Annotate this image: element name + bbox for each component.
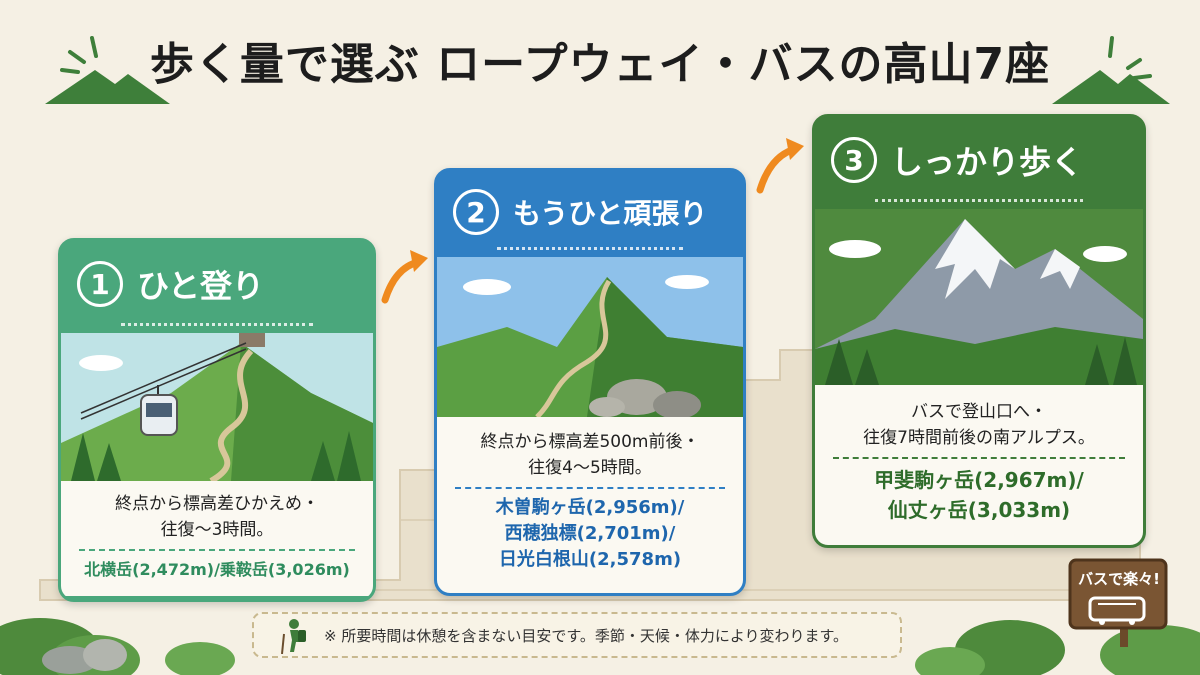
bus-icon	[1088, 596, 1146, 622]
card-3-number: 3	[831, 137, 877, 183]
sign-text: バスで楽々!	[1078, 570, 1160, 588]
card-1-body: 終点から標高差ひかえめ・ 往復〜3時間。 北横岳(2,472m)/乗鞍岳(3,0…	[61, 481, 373, 596]
card-2-desc-line1: 終点から標高差500m前後・	[480, 432, 700, 452]
card-2-peak-3: 日光白根山(2,578m)	[498, 549, 682, 570]
card-3-peak-2: 仙丈ヶ岳(3,033m)	[887, 498, 1071, 522]
bus-sign: バスで楽々!	[1068, 552, 1168, 647]
alpine-peak-illustration	[815, 209, 1143, 385]
card-level-2: 2 もうひと頑張り 終点から標高差500m前後・ 往復4〜5時間。 木曽駒ヶ岳(…	[434, 168, 746, 596]
card-2-number: 2	[453, 189, 499, 235]
card-2-peak-1: 木曽駒ヶ岳(2,956m)/	[495, 497, 685, 518]
card-2-peak-2: 西穂独標(2,701m)/	[504, 523, 676, 544]
card-1-desc-line2: 往復〜3時間。	[160, 520, 274, 540]
card-level-3: 3 しっかり歩く バスで登山口へ・ 往復7時間前後の南アルプス。 甲斐駒ヶ岳(2…	[812, 114, 1146, 548]
card-1-desc-line1: 終点から標高差ひかえめ・	[115, 494, 319, 514]
card-3-desc-line1: バスで登山口へ・	[911, 402, 1047, 422]
card-3-desc-line2: 往復7時間前後の南アルプス。	[863, 428, 1095, 448]
card-3-peak-1: 甲斐駒ヶ岳(2,967m)/	[874, 468, 1084, 492]
footnote-text: ※ 所要時間は休憩を含まない目安です。季節・天候・体力により変わります。	[324, 626, 849, 645]
arrow-2-to-3	[756, 146, 796, 194]
arrow-2-head	[786, 138, 804, 160]
card-1-number: 1	[77, 261, 123, 307]
card-2-body: 終点から標高差500m前後・ 往復4〜5時間。 木曽駒ヶ岳(2,956m)/ 西…	[437, 417, 743, 593]
card-3-body: バスで登山口へ・ 往復7時間前後の南アルプス。 甲斐駒ヶ岳(2,967m)/ 仙…	[815, 385, 1143, 545]
page-title: 歩く量で選ぶ ロープウェイ・バスの高山7座	[149, 39, 1051, 90]
trail-mountain-illustration	[437, 257, 743, 417]
card-3-title: しっかり歩く	[891, 143, 1084, 181]
card-3-header: 3 しっかり歩く	[815, 129, 1143, 191]
card-1-header: 1 ひと登り	[61, 255, 373, 313]
arrow-1-head	[410, 250, 428, 272]
card-2-desc-line2: 往復4〜5時間。	[528, 458, 652, 478]
hiker-icon	[281, 619, 306, 654]
card-1-peaks: 北横岳(2,472m)/乗鞍岳(3,026m)	[84, 560, 350, 579]
arrow-1-to-2	[381, 258, 422, 304]
mountain-deco-right	[1052, 36, 1170, 104]
card-1-title: ひと登り	[137, 267, 265, 305]
card-2-title: もうひと頑張り	[513, 197, 708, 230]
card-level-1: 1 ひと登り 終点から標高差ひかえめ・ 往復〜3時間。 北横岳(2,472m)/…	[58, 238, 376, 602]
footnote: ※ 所要時間は休憩を含まない目安です。季節・天候・体力により変わります。	[252, 612, 902, 658]
mountain-deco-left	[45, 36, 170, 104]
card-2-header: 2 もうひと頑張り	[437, 183, 743, 241]
ropeway-mountain-illustration	[61, 333, 373, 481]
